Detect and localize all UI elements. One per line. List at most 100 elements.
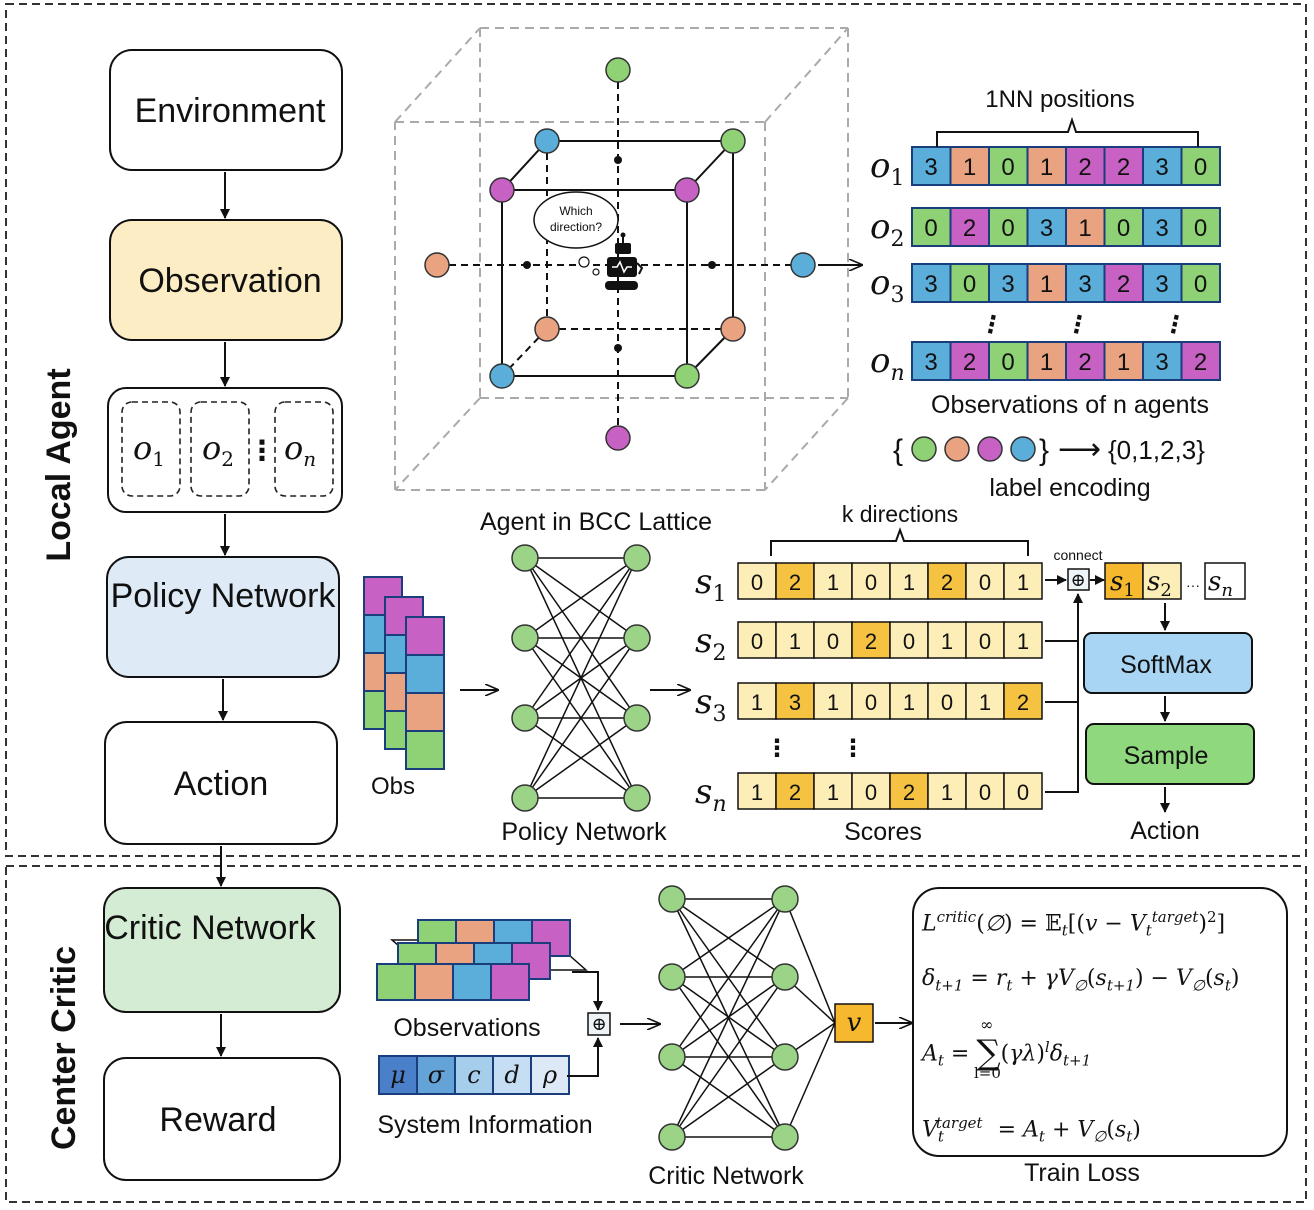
score-cell-value: 0 <box>979 780 991 805</box>
score-row-label: s3 <box>695 682 726 727</box>
score-cell-value: 0 <box>1017 780 1029 805</box>
robot-icon <box>605 232 644 290</box>
lattice-midpoints <box>523 156 716 352</box>
obs-cell <box>988 207 1029 247</box>
thought-bubble: Which direction? <box>533 191 619 276</box>
obs-group-on-box <box>274 401 334 497</box>
atom <box>674 363 700 389</box>
obs-cell-value: 3 <box>1155 215 1168 242</box>
neuron <box>511 704 539 732</box>
obs-cell <box>1026 341 1067 381</box>
obs-cell-value: 3 <box>924 349 937 376</box>
obs-cell <box>1026 146 1067 186</box>
score-row-label: s1 <box>695 562 726 607</box>
obs-stack-cell <box>405 692 445 732</box>
critic-loss-equation: Lcritic(∅) = 𝔼t[(v − Vttarget)2] <box>922 908 1226 940</box>
connect-op: ⊕ <box>1070 570 1085 591</box>
selected-dots: ··· <box>1186 577 1200 593</box>
selected-sn <box>1204 562 1246 600</box>
reward-text: Reward <box>159 1101 276 1139</box>
policy-network-text: Policy Network <box>111 577 337 615</box>
obs-cell-value: 3 <box>1001 271 1014 298</box>
atom <box>790 252 816 278</box>
score-cell-value: 1 <box>903 570 915 595</box>
policy-network-line1: Policy Network <box>111 577 337 615</box>
score-cell <box>851 682 891 720</box>
score-cell-value: 2 <box>789 570 801 595</box>
neuron <box>623 624 651 652</box>
score-cell <box>737 621 777 659</box>
obs-stack-caption: Obs <box>371 773 415 800</box>
atom <box>605 425 631 451</box>
score-row-label: s2 <box>695 621 726 666</box>
obs-stack-cell <box>405 730 445 770</box>
score-cell-value: 1 <box>827 780 839 805</box>
bcc-lattice <box>394 27 849 491</box>
sys-symbol: d <box>504 1061 519 1089</box>
score-cell-value: 3 <box>789 690 801 715</box>
atom <box>534 316 560 342</box>
score-cell <box>775 562 815 600</box>
obs-row-label: on <box>870 341 905 386</box>
score-cell <box>851 621 891 659</box>
loss-box <box>912 887 1288 1157</box>
score-cell <box>813 772 853 810</box>
obs-cell-value: 0 <box>1001 154 1014 181</box>
obs-cell <box>1103 341 1144 381</box>
critic-obs-cell <box>452 963 492 1001</box>
encoding-orange-atom <box>944 436 970 462</box>
score-cell <box>889 621 929 659</box>
critic-network-text: Critic Network <box>104 909 317 947</box>
score-cell-value: 0 <box>979 570 991 595</box>
score-cell-value: 2 <box>903 780 915 805</box>
selected-s2-text: s2 <box>1147 567 1172 601</box>
critic-obs-to-op <box>572 971 603 1011</box>
score-cell-value: 2 <box>789 780 801 805</box>
obs-group-o1-box <box>121 401 181 497</box>
critic-obs-cell <box>414 963 454 1001</box>
score-cell <box>889 562 929 600</box>
obs-cell-value: 2 <box>1078 349 1091 376</box>
score-cell-value: 1 <box>903 690 915 715</box>
score-cell <box>813 682 853 720</box>
neuron <box>771 1043 799 1071</box>
score-cell <box>1003 682 1043 720</box>
selected-sn-text: sn <box>1208 567 1233 601</box>
atom <box>605 57 631 83</box>
selected-s1 <box>1104 562 1144 600</box>
obs-cell-value: 3 <box>1155 154 1168 181</box>
score-cell-value: 2 <box>941 570 953 595</box>
critic-observation-stack <box>376 919 588 1001</box>
obs-cell <box>1103 207 1144 247</box>
atom <box>720 128 746 154</box>
neuron <box>511 544 539 572</box>
score-cell-value: 1 <box>941 780 953 805</box>
neuron <box>658 963 686 991</box>
policy-network-graph <box>511 544 651 812</box>
action-box <box>104 721 338 845</box>
observation-box <box>109 219 343 341</box>
observation-text: Observation <box>138 262 321 300</box>
sn-to-connect <box>1045 641 1079 793</box>
obs-cell <box>911 146 952 186</box>
selected-s1-text: s1 <box>1110 567 1135 601</box>
neuron <box>771 963 799 991</box>
connect-label: connect <box>1053 547 1102 563</box>
neuron <box>658 885 686 913</box>
action-text: Action <box>174 765 269 803</box>
bubble-line1: Which <box>559 204 592 218</box>
critic-obs-cell <box>376 963 416 1001</box>
obs-vdots-1: ⋮ <box>977 309 1006 340</box>
critic-network-box <box>103 887 341 1013</box>
nn-header: 1NN positions <box>985 86 1134 113</box>
td-error-equation: δt+1 = rt + γV∅(st+1) − V∅(st) <box>922 966 1240 995</box>
score-cell <box>927 621 967 659</box>
score-cell-value: 0 <box>865 570 877 595</box>
neuron <box>658 1043 686 1071</box>
local-agent-label: Local Agent <box>40 368 78 561</box>
value-box <box>834 1003 874 1043</box>
atom <box>674 177 700 203</box>
obs-cell <box>1103 263 1144 303</box>
